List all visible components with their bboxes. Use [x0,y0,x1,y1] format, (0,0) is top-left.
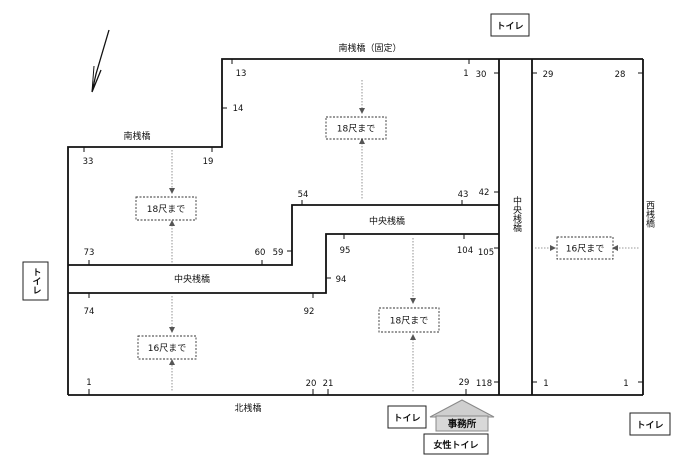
berth-number: 13 [236,69,247,79]
depth-label-box: 16尺まで [137,335,197,360]
toilet-left: トイレ [22,261,49,301]
women-toilet-label: 女性トイレ [433,439,478,451]
toilet-top: トイレ [490,13,530,37]
pier-label-chuo-lower: 中央桟橋 [174,273,210,285]
berth-number: 33 [83,157,94,167]
toilet-bottom-label: トイレ [393,413,420,424]
depth-label: 18尺まで [390,316,428,327]
berth-number: 29 [543,70,554,80]
berth-number: 29 [459,378,470,388]
berth-number: 19 [203,157,214,167]
depth-arrows [169,80,640,392]
pier-label-minami: 南桟橋 [123,130,150,142]
berth-ticks [83,59,643,395]
berth-number: 1 [543,379,548,389]
berth-number: 95 [340,246,351,256]
office-building: 事務所 [429,399,495,432]
north-arrow-icon [91,29,110,93]
depth-label-box: 16尺まで [556,236,614,260]
pier-label-kita: 北桟橋 [234,402,261,414]
berth-number: 1 [86,378,91,388]
berth-number: 43 [458,190,469,200]
berth-number: 118 [476,379,492,389]
depth-label: 18尺まで [147,204,185,215]
berth-number: 1 [623,379,628,389]
toilet-bottom-right: トイレ [629,412,671,436]
depth-label: 18尺まで [337,124,375,135]
depth-label: 16尺まで [566,244,604,255]
berth-number: 105 [478,248,494,258]
toilet-bottom: トイレ [387,405,427,429]
berth-number: 104 [457,246,473,256]
pier-label-nishi: 西桟橋 [644,200,655,228]
office-label: 事務所 [448,418,477,430]
berth-number: 94 [336,275,347,285]
berth-number: 20 [306,379,317,389]
women-toilet: 女性トイレ [423,433,489,455]
berth-number: 60 [255,248,266,258]
berth-number: 1 [463,69,468,79]
pier-label-minami-fixed: 南桟橋（固定） [338,42,401,54]
toilet-top-label: トイレ [496,21,523,32]
berth-number: 30 [476,70,487,80]
berth-number: 73 [84,248,95,258]
depth-label: 16尺まで [148,343,186,354]
depth-label-box: 18尺まで [325,116,387,140]
berth-number: 74 [84,307,95,317]
berth-number: 54 [298,190,309,200]
berth-number: 21 [323,379,334,389]
depth-label-box: 18尺まで [378,307,440,333]
toilet-left-label: トイレ [31,267,42,294]
berth-number: 42 [479,188,490,198]
toilet-bottom-right-label: トイレ [636,420,663,431]
berth-number: 14 [233,104,244,114]
pier-label-chuo-upper: 中央桟橋 [369,215,405,227]
berth-numbers: 13 1 30 29 28 14 33 19 54 43 42 95 104 1… [83,69,629,389]
depth-label-box: 18尺まで [135,196,197,221]
berth-number: 92 [304,307,315,317]
pier-label-chuo-vertical: 中央桟橋 [511,195,522,233]
berth-number: 28 [615,70,626,80]
berth-number: 59 [273,248,284,258]
pier-walls [67,58,644,396]
